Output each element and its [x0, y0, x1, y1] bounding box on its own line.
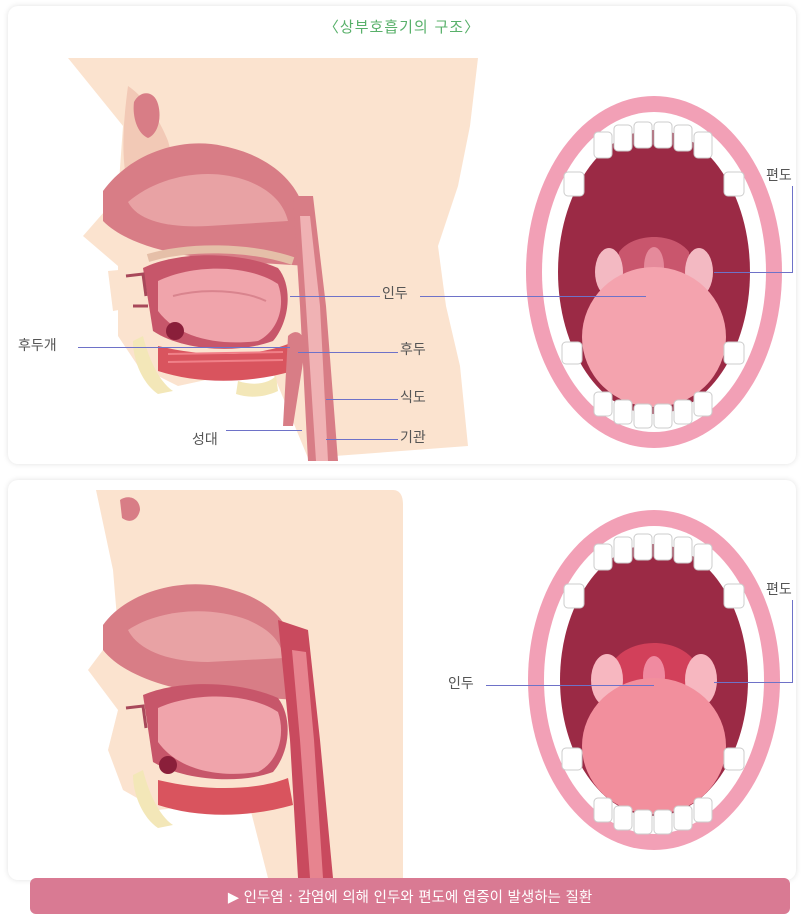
leader-line-vocal-cords	[226, 430, 302, 431]
label-tonsil: 편도	[766, 168, 792, 184]
pharyngitis-definition-banner: ▶ 인두염 : 감염에 의해 인두와 편도에 염증이 발생하는 질환	[30, 878, 790, 914]
leader-line-pharynx	[290, 296, 380, 297]
label-pharynx: 인두	[382, 286, 408, 302]
upper-respiratory-panel: 〈상부호흡기의 구조〉	[8, 6, 796, 464]
leader-line-pharynx-mouth	[420, 296, 646, 297]
label-vocal-cords: 성대	[192, 432, 218, 448]
label-pharynx-inflamed: 인두	[448, 676, 474, 692]
pharyngitis-panel: 편도 인두	[8, 480, 796, 880]
leader-line-larynx	[298, 352, 398, 353]
leader-line-epiglottis	[78, 347, 290, 348]
leader-line-tonsil-inflamed-vertical	[792, 600, 793, 682]
leader-line-tonsil-inflamed	[714, 682, 793, 683]
inflamed-head-cross-section-illustration	[8, 480, 408, 880]
leader-line-trachea	[326, 439, 398, 440]
label-larynx: 후두	[400, 342, 426, 358]
leader-line-esophagus	[326, 399, 398, 400]
label-esophagus: 식도	[400, 390, 426, 406]
leader-line-pharynx-inflamed	[486, 685, 654, 686]
leader-line-tonsil-vertical	[792, 186, 793, 272]
label-trachea: 기관	[400, 430, 426, 446]
leader-line-tonsil	[714, 272, 793, 273]
label-tonsil-inflamed: 편도	[766, 582, 792, 598]
label-epiglottis: 후두개	[18, 338, 57, 354]
